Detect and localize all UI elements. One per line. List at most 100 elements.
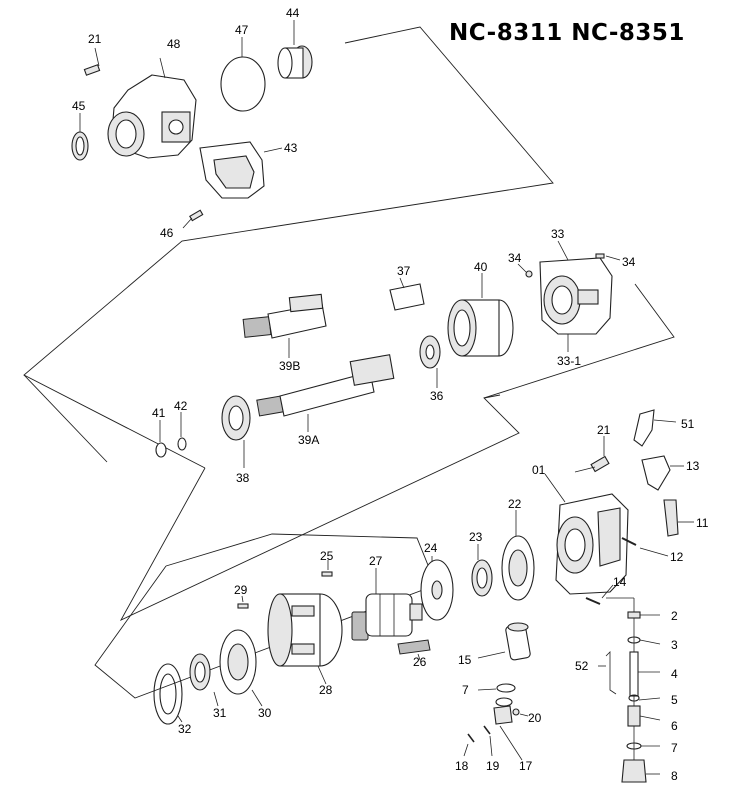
label-24: 24 — [424, 541, 438, 555]
part-34-pin-left — [517, 263, 533, 278]
part-27-rotor — [351, 568, 423, 641]
label-29: 29 — [234, 583, 248, 597]
label-15: 15 — [458, 653, 472, 667]
part-18-pin — [463, 733, 475, 757]
label-7-lower: 7 — [671, 741, 678, 755]
part-41-circlip — [155, 420, 167, 458]
group-frame-top — [23, 26, 554, 469]
part-48-front-housing — [107, 57, 197, 159]
part-7-o-ring-valve — [477, 683, 516, 693]
label-2: 2 — [671, 609, 678, 623]
label-33: 33 — [551, 227, 565, 241]
part-number-labels: 21 48 47 44 45 43 46 33 34 34 37 40 33-1… — [72, 6, 709, 783]
part-23-bearing — [471, 544, 493, 597]
label-33-1: 33-1 — [557, 354, 581, 368]
part-33-rear-housing — [539, 240, 613, 352]
part-37-hammer-pin — [389, 277, 425, 311]
label-3: 3 — [671, 638, 678, 652]
label-34-right: 34 — [622, 255, 636, 269]
label-17: 17 — [519, 759, 533, 773]
label-36: 36 — [430, 389, 444, 403]
part-25-pin — [321, 560, 333, 577]
label-01: 01 — [532, 463, 546, 477]
label-14: 14 — [613, 575, 627, 589]
label-42: 42 — [174, 399, 188, 413]
label-26: 26 — [413, 655, 427, 669]
part-40-hammer-case — [447, 273, 514, 357]
label-44: 44 — [286, 6, 300, 20]
part-15-valve-bushing — [477, 622, 531, 661]
part-19-spring — [483, 725, 493, 757]
label-18: 18 — [455, 759, 469, 773]
label-11: 11 — [696, 516, 709, 530]
label-4: 4 — [671, 667, 678, 681]
part-45-seal-ring — [71, 113, 89, 161]
part-42-o-ring — [177, 412, 187, 451]
label-25: 25 — [320, 549, 334, 563]
part-34-pin-right — [595, 253, 621, 261]
label-40: 40 — [474, 260, 488, 274]
part-38-bushing-plate — [221, 395, 251, 468]
group-frame-middle — [23, 283, 675, 621]
label-22: 22 — [508, 497, 522, 511]
part-36-thrust-washer — [419, 335, 441, 388]
label-51: 51 — [681, 417, 695, 431]
label-47: 47 — [235, 23, 249, 37]
label-32: 32 — [178, 722, 192, 736]
part-17-throttle-valve — [493, 697, 523, 761]
part-46-screw — [182, 209, 204, 229]
label-19: 19 — [486, 759, 500, 773]
label-7-upper: 7 — [462, 683, 469, 697]
label-30: 30 — [258, 706, 272, 720]
label-39A: 39A — [298, 433, 319, 447]
label-13: 13 — [686, 459, 700, 473]
label-5: 5 — [671, 693, 678, 707]
part-39B-anvil-short — [242, 293, 327, 358]
part-21-bolt-housing — [574, 436, 610, 473]
part-12-roll-pin — [621, 537, 669, 557]
label-43: 43 — [284, 141, 298, 155]
part-22-gasket — [501, 510, 535, 601]
part-31-bearing — [189, 653, 219, 707]
part-14-pin — [585, 584, 614, 605]
part-20-screw — [512, 708, 529, 717]
label-21-top: 21 — [88, 32, 102, 46]
part-28-cylinder — [267, 593, 343, 685]
part-44-bushing — [277, 20, 313, 79]
model-title: NC-8311 NC-8351 — [449, 20, 685, 46]
label-8: 8 — [671, 769, 678, 783]
label-23: 23 — [469, 530, 483, 544]
part-29-pin — [237, 595, 249, 609]
label-39B: 39B — [279, 359, 300, 373]
label-6: 6 — [671, 719, 678, 733]
label-34-left: 34 — [508, 251, 522, 265]
label-38: 38 — [236, 471, 250, 485]
label-41: 41 — [152, 406, 166, 420]
label-28: 28 — [319, 683, 333, 697]
part-47-o-ring — [220, 37, 266, 112]
label-46: 46 — [160, 226, 174, 240]
part-39A-anvil-long — [256, 354, 395, 432]
label-20: 20 — [528, 711, 542, 725]
label-27: 27 — [369, 554, 383, 568]
part-24-rear-plate — [420, 556, 454, 621]
part-26-vane — [397, 639, 431, 661]
part-21-bolt-top — [83, 47, 101, 76]
valve-stack-2-to-8 — [606, 597, 661, 783]
label-31: 31 — [213, 706, 227, 720]
label-48: 48 — [167, 37, 181, 51]
part-32-gasket — [153, 663, 183, 725]
label-37: 37 — [397, 264, 411, 278]
label-45: 45 — [72, 99, 86, 113]
part-11-spring — [663, 499, 694, 537]
label-12: 12 — [670, 550, 684, 564]
part-51-trigger — [633, 409, 677, 447]
part-30-front-plate — [219, 629, 263, 707]
part-01-main-housing — [544, 473, 629, 595]
label-21-housing: 21 — [597, 423, 611, 437]
part-13-reverse-lever — [641, 455, 684, 491]
label-52: 52 — [575, 659, 589, 673]
part-52-bracket-line — [598, 651, 617, 695]
